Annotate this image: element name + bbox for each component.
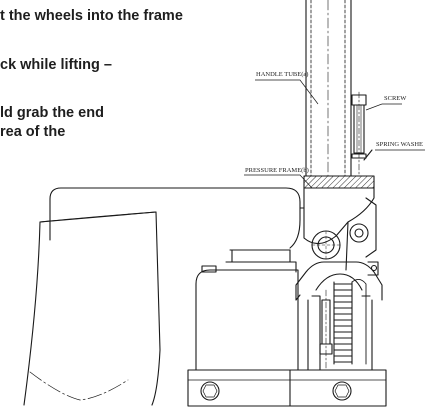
base-plate bbox=[187, 369, 387, 407]
instruction-line-3: ld grab the end bbox=[0, 105, 104, 121]
leader-screw bbox=[365, 103, 383, 111]
label-screw: SCREW bbox=[384, 95, 407, 102]
wheel bbox=[23, 211, 161, 406]
leader-handle-tube bbox=[255, 79, 319, 105]
axle-block bbox=[225, 249, 297, 273]
handle-tube bbox=[305, 0, 352, 177]
label-pressure-frame: PRESSURE FRAME(b) bbox=[245, 167, 309, 174]
leader-pressure-frame bbox=[244, 174, 313, 189]
pressure-frame bbox=[303, 175, 375, 271]
base-bolt-right bbox=[332, 381, 352, 401]
small-pivot bbox=[349, 197, 377, 258]
instruction-line-4: rea of the bbox=[0, 124, 66, 140]
arm-housing bbox=[49, 187, 305, 251]
pivot-boss bbox=[311, 230, 341, 260]
spring-washer bbox=[351, 149, 373, 161]
base-bolt-left bbox=[200, 381, 220, 401]
bolt bbox=[319, 289, 333, 371]
instruction-line-2: ck while lifting – bbox=[0, 57, 112, 73]
base-housing bbox=[195, 265, 299, 371]
screw bbox=[351, 91, 367, 176]
coil-spring bbox=[333, 279, 367, 365]
side-latch bbox=[367, 261, 379, 276]
lower-frame bbox=[295, 261, 383, 371]
label-spring-washer: SPRING WASHE bbox=[376, 141, 423, 148]
label-handle-tube: HANDLE TUBE(a) bbox=[256, 71, 308, 78]
instruction-line-1: t the wheels into the frame bbox=[0, 8, 183, 24]
